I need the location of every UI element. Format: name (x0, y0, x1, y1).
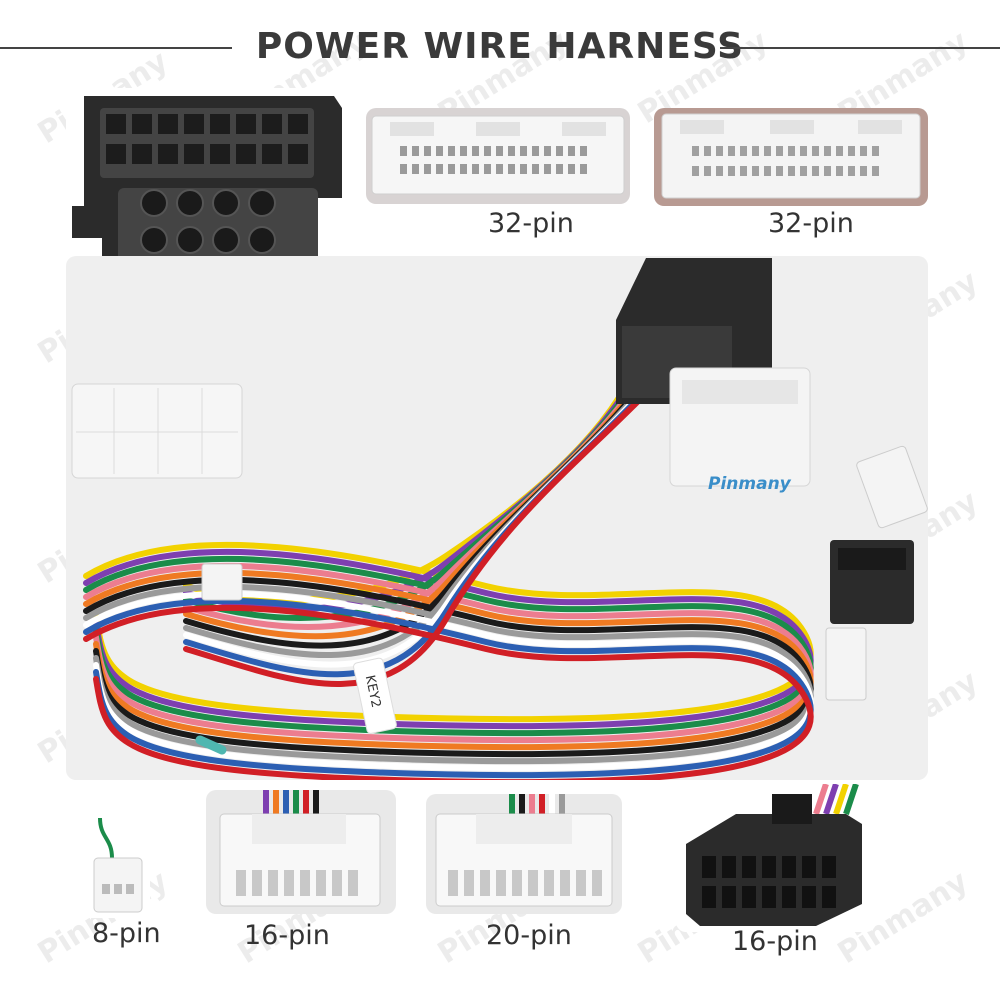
black-connector-right (830, 540, 914, 624)
white-connector-center (669, 367, 811, 487)
title-row: POWER WIRE HARNESS (0, 22, 1000, 72)
label-16pin-a: 16-pin (244, 920, 330, 951)
brand-logo: Pinmany (708, 474, 791, 494)
wire-strand (83, 597, 814, 779)
harness-photo: KEY2 (66, 256, 928, 780)
connector-16pin-a-photo (206, 790, 396, 914)
wire-strand (83, 576, 814, 758)
wire-strand (83, 548, 814, 730)
wire-strand (183, 383, 656, 687)
page-title: POWER WIRE HARNESS (255, 26, 745, 67)
label-8pin: 8-pin (92, 918, 161, 949)
wire-strand (83, 555, 814, 737)
label-20pin: 20-pin (486, 920, 572, 951)
wire-strand (83, 569, 814, 751)
wire-strand (83, 590, 814, 772)
label-16pin-b: 16-pin (732, 926, 818, 957)
white-connector-left (71, 383, 243, 479)
wire-strand (83, 541, 814, 723)
connector-16pin-b-photo (676, 784, 876, 932)
connector-32pin-b-photo (654, 108, 928, 206)
wire-strand (83, 604, 814, 780)
title-rule-left (0, 47, 232, 49)
label-32pin-b: 32-pin (768, 208, 854, 239)
connector-8pin-photo (80, 818, 150, 918)
wire-strand (83, 562, 814, 744)
connector-20pin-photo (426, 794, 622, 914)
label-32pin-a: 32-pin (488, 208, 574, 239)
connector-32pin-a-photo (366, 108, 630, 204)
title-rule-right (720, 47, 1000, 49)
